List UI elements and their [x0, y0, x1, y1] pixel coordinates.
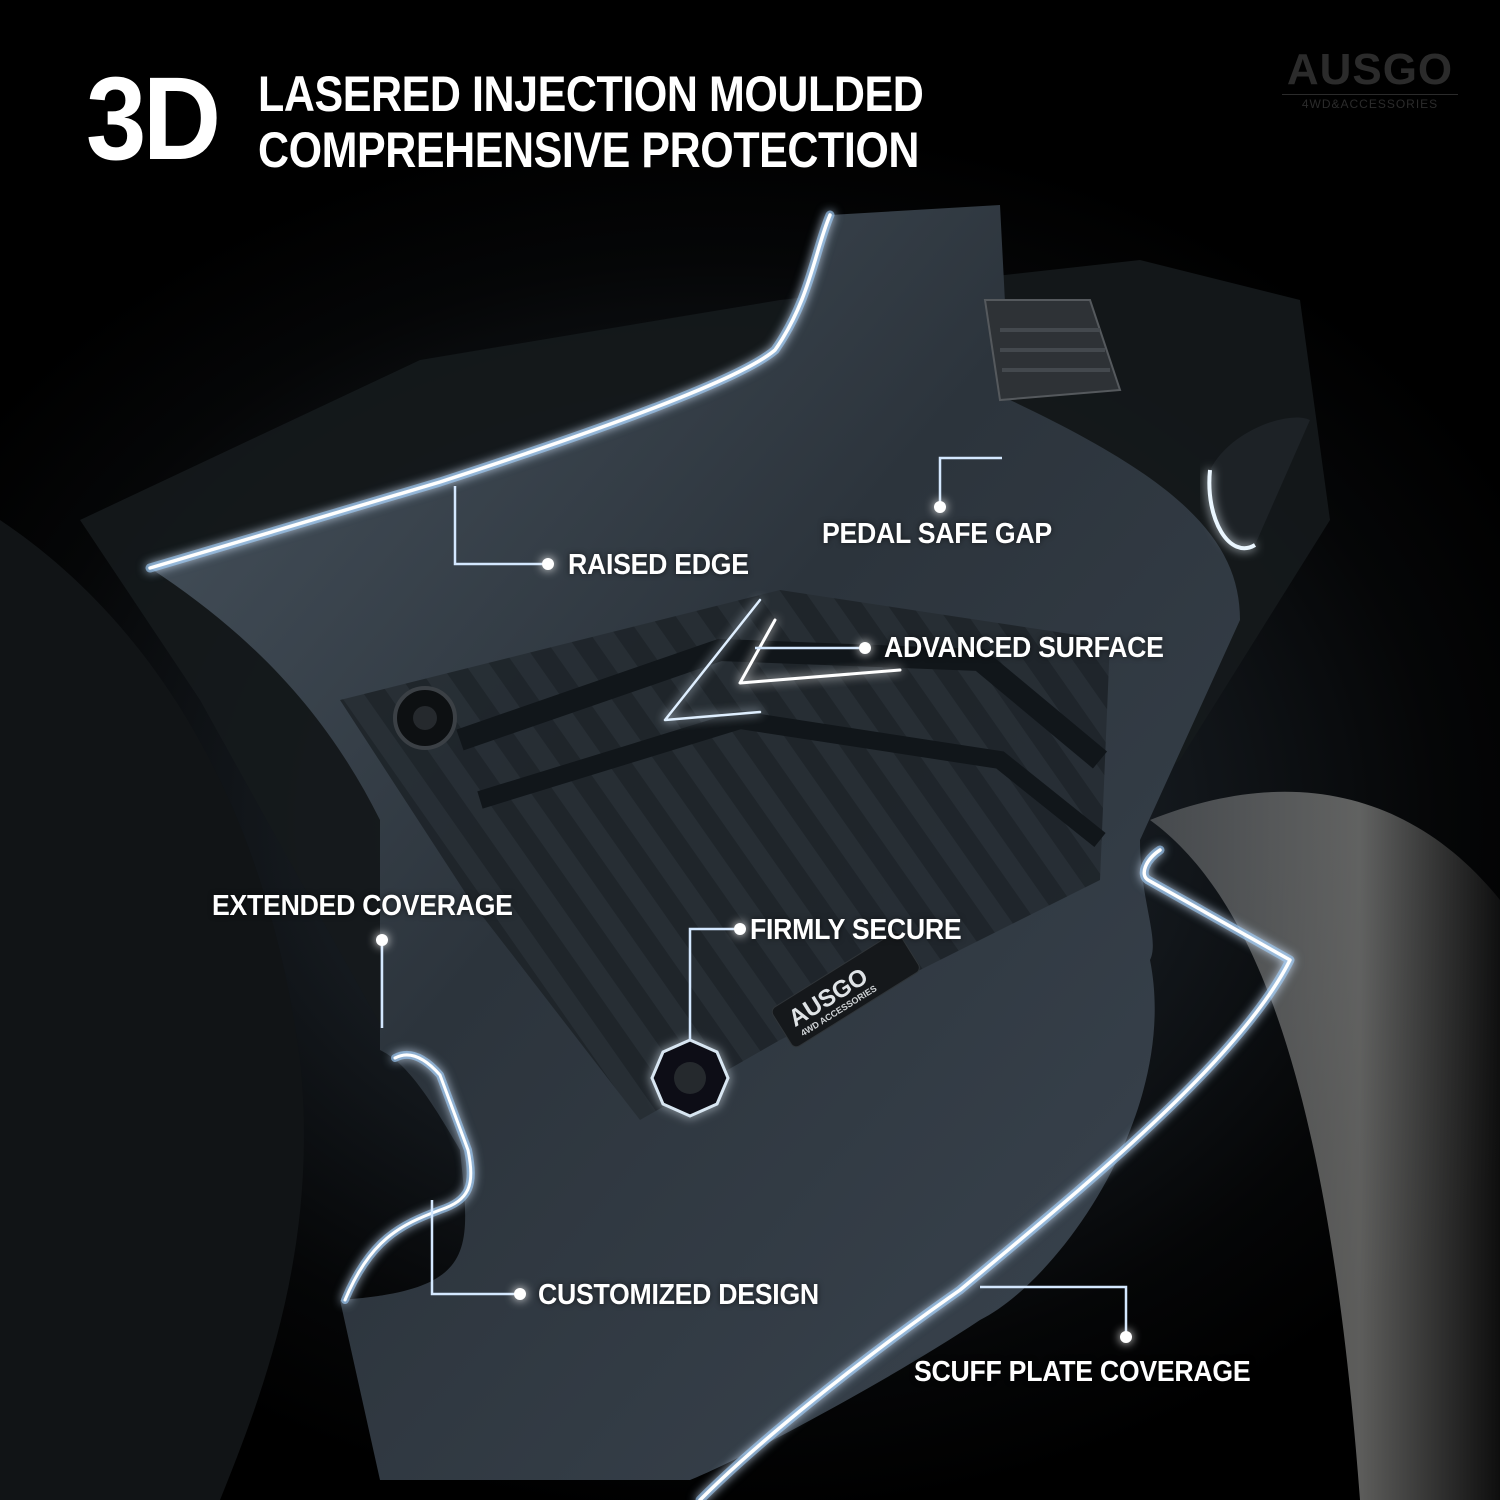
mat-chevron [477, 710, 1106, 848]
callout-extended-coverage: EXTENDED COVERAGE [212, 890, 513, 922]
leader-firmly-secure [688, 927, 738, 1040]
callout-customized-design: CUSTOMIZED DESIGN [538, 1279, 819, 1311]
headline-badge-3d: 3D [86, 53, 221, 185]
dot-raised-edge [542, 558, 554, 570]
brand-tagline: 4WD&ACCESSORIES [1301, 97, 1439, 111]
leader-customized-design [430, 1200, 518, 1296]
leader-scuff-plate-coverage [980, 1285, 1128, 1336]
headline-line-1: LASERED INJECTION MOULDED [258, 66, 924, 122]
dot-customized-design [514, 1288, 526, 1300]
headline-line-2: COMPREHENSIVE PROTECTION [258, 122, 920, 178]
callout-advanced-surface: ADVANCED SURFACE [884, 632, 1164, 664]
dot-firmly-secure [734, 923, 746, 935]
dot-scuff-plate-coverage [1120, 1331, 1132, 1343]
dot-advanced-surface [859, 642, 871, 654]
brand-divider [1282, 94, 1458, 95]
callout-dots [376, 501, 1132, 1343]
callout-pedal-safe-gap: PEDAL SAFE GAP [822, 518, 1052, 550]
callout-scuff-plate-coverage: SCUFF PLATE COVERAGE [914, 1356, 1251, 1388]
callout-raised-edge: RAISED EDGE [568, 549, 749, 581]
retention-clip-rear [393, 686, 457, 750]
brand-logo: AUSGO 4WD&ACCESSORIES [1282, 48, 1458, 111]
retention-clip-front [650, 1038, 730, 1118]
callout-firmly-secure: FIRMLY SECURE [750, 914, 962, 946]
callout-leaders [380, 456, 1128, 1336]
brand-name: AUSGO [1286, 45, 1454, 94]
leader-raised-edge [453, 486, 548, 566]
dot-pedal-safe-gap [934, 501, 946, 513]
dot-extended-coverage [376, 934, 388, 946]
leader-pedal-safe-gap [938, 456, 1002, 505]
accelerator-pedal [1207, 417, 1310, 551]
raised-edge-glow [145, 210, 1295, 1500]
mat-chevron [456, 638, 1108, 769]
headline: LASERED INJECTION MOULDED COMPREHENSIVE … [258, 66, 924, 178]
seat [0, 520, 304, 1500]
door-sill [1150, 791, 1500, 1500]
brake-pedal [983, 299, 1122, 402]
